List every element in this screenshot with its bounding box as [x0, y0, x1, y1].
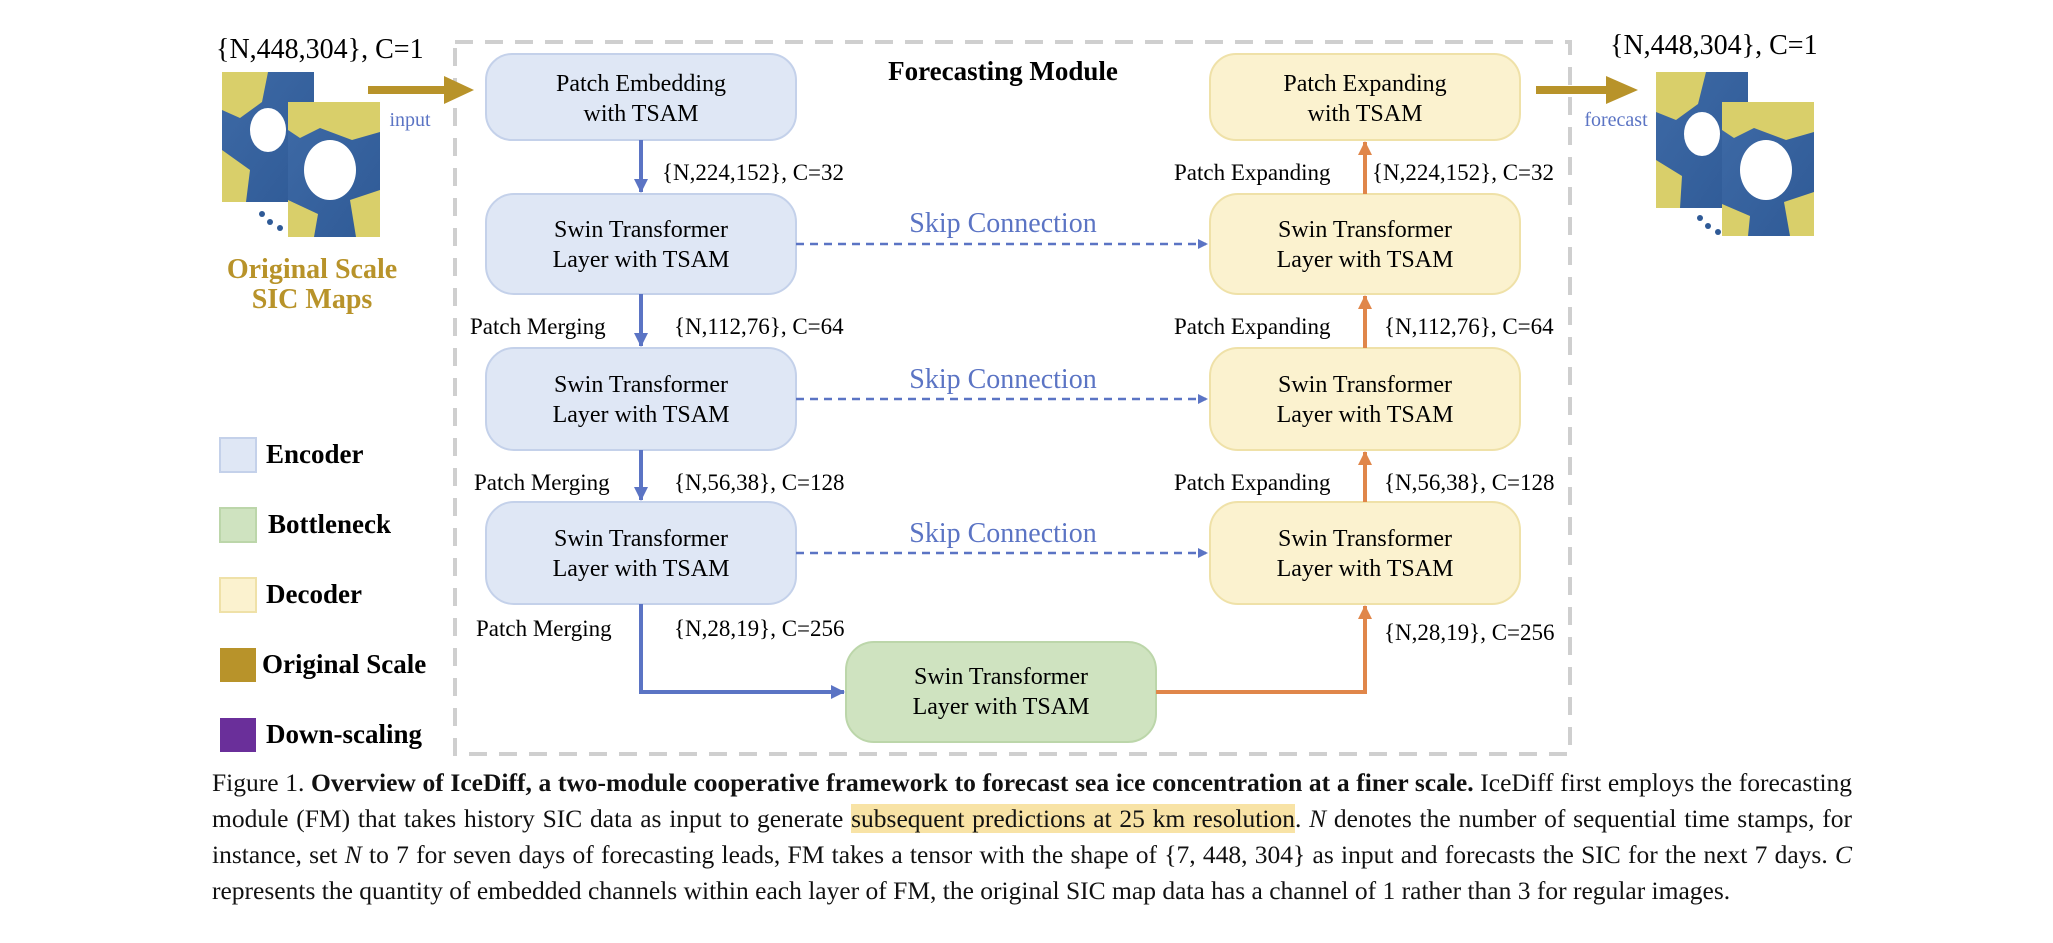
skip-connection-label-1: Skip Connection: [909, 208, 1096, 239]
caption-text-2: .: [1294, 804, 1310, 833]
forecasting-module-frame: [453, 40, 1572, 756]
svg-text:Swin Transformer: Swin Transformer: [1278, 372, 1452, 398]
skip-connection-label-3: Skip Connection: [909, 518, 1096, 549]
svg-text:Layer with TSAM: Layer with TSAM: [1277, 556, 1454, 582]
decoder-swin-block-2: Swin Transformer Layer with TSAM: [1209, 347, 1521, 451]
legend: Encoder Bottleneck Decoder Original Scal…: [219, 437, 426, 752]
input-sic-maps: [222, 72, 380, 237]
encoder-to-bottleneck-arrow: [639, 604, 845, 699]
caption-highlight: subsequent predictions at 25 km resoluti…: [851, 804, 1295, 833]
encoder-shape-2: {N,112,76}, C=64: [674, 314, 844, 339]
input-shape-label: {N,448,304}, C=1: [216, 34, 424, 65]
caption-text-3: denotes the number of sequential time st…: [212, 804, 1853, 869]
patch-expanding-label-1: Patch Expanding: [1174, 160, 1331, 185]
svg-text:Layer with TSAM: Layer with TSAM: [553, 402, 730, 428]
figure-number: Figure 1.: [212, 768, 305, 797]
decoder-shape-4: {N,28,19}, C=256: [1384, 620, 1555, 645]
caption-var-c: C: [1835, 840, 1853, 869]
legend-label-original-scale: Original Scale: [262, 649, 426, 679]
caption-var-n: N: [1309, 804, 1327, 833]
caption-text-1: IceDiff first employs the forecasting mo…: [212, 768, 1853, 833]
output-sic-maps: [1656, 72, 1814, 236]
svg-text:Swin Transformer: Swin Transformer: [914, 664, 1088, 690]
legend-swatch-decoder: [219, 577, 257, 613]
svg-text:Swin Transformer: Swin Transformer: [554, 372, 728, 398]
svg-text:Swin Transformer: Swin Transformer: [1278, 217, 1452, 243]
legend-label-decoder: Decoder: [266, 579, 362, 609]
svg-text:Swin Transformer: Swin Transformer: [554, 526, 728, 552]
forecast-label: forecast: [1584, 109, 1648, 131]
svg-text:Patch Expanding: Patch Expanding: [1283, 71, 1446, 97]
decoder-patch-expanding-block: Patch Expanding with TSAM: [1209, 53, 1521, 141]
decoder-swin-block-3: Swin Transformer Layer with TSAM: [1209, 501, 1521, 605]
skip-connection-label-2: Skip Connection: [909, 364, 1096, 395]
patch-merging-label-2: Patch Merging: [474, 470, 610, 495]
patch-merging-label-1: Patch Merging: [470, 314, 606, 339]
svg-text:Layer with TSAM: Layer with TSAM: [553, 556, 730, 582]
svg-text:with TSAM: with TSAM: [584, 101, 699, 127]
encoder-swin-block-1: Swin Transformer Layer with TSAM: [485, 193, 797, 295]
output-arrow-head: [1606, 76, 1638, 104]
original-scale-title-line2: SIC Maps: [252, 284, 373, 315]
encoder-swin-block-3: Swin Transformer Layer with TSAM: [485, 501, 797, 605]
legend-label-down-scaling: Down-scaling: [266, 719, 423, 749]
decoder-shape-3: {N,56,38}, C=128: [1384, 470, 1555, 495]
svg-text:Layer with TSAM: Layer with TSAM: [1277, 402, 1454, 428]
encoder-swin-block-2: Swin Transformer Layer with TSAM: [485, 347, 797, 451]
patch-expanding-label-3: Patch Expanding: [1174, 470, 1331, 495]
caption-text-4: to 7 for seven days of forecasting leads…: [361, 840, 1835, 869]
svg-text:Layer with TSAM: Layer with TSAM: [1277, 247, 1454, 273]
legend-swatch-bottleneck: [219, 507, 257, 543]
input-label: input: [389, 109, 431, 131]
decoder-shape-2: {N,112,76}, C=64: [1384, 314, 1554, 339]
svg-text:Swin Transformer: Swin Transformer: [1278, 526, 1452, 552]
legend-label-encoder: Encoder: [266, 439, 364, 469]
input-arrow-head: [444, 76, 474, 104]
encoder-shape-4: {N,28,19}, C=256: [674, 616, 845, 641]
decoder-shape-1: {N,224,152}, C=32: [1372, 160, 1554, 185]
encoder-patch-embedding-block: Patch Embedding with TSAM: [485, 53, 797, 141]
encoder-shape-1: {N,224,152}, C=32: [662, 160, 844, 185]
patch-expanding-label-2: Patch Expanding: [1174, 314, 1331, 339]
svg-text:Swin Transformer: Swin Transformer: [554, 217, 728, 243]
legend-label-bottleneck: Bottleneck: [268, 509, 391, 539]
figure-title: Overview of IceDiff, a two-module cooper…: [311, 768, 1474, 797]
bottleneck-to-decoder-arrow: [1156, 605, 1372, 694]
iceDiff-diagram: Forecasting Module {N,448,304}, C=1 {N,4…: [216, 30, 1818, 756]
decoder-swin-block-1: Swin Transformer Layer with TSAM: [1209, 193, 1521, 295]
caption-text-5: represents the quantity of embedded chan…: [212, 876, 1731, 905]
figure-caption: Figure 1. Overview of IceDiff, a two-mod…: [212, 765, 1852, 909]
output-shape-label: {N,448,304}, C=1: [1610, 30, 1818, 61]
svg-text:with TSAM: with TSAM: [1308, 101, 1423, 127]
bottleneck-block: Swin Transformer Layer with TSAM: [845, 641, 1157, 743]
encoder-shape-3: {N,56,38}, C=128: [674, 470, 845, 495]
module-title: Forecasting Module: [888, 56, 1118, 86]
legend-swatch-original-scale: [220, 648, 256, 682]
legend-swatch-down-scaling: [220, 718, 256, 752]
svg-text:Layer with TSAM: Layer with TSAM: [913, 694, 1090, 720]
legend-swatch-encoder: [219, 437, 257, 473]
svg-text:Patch Embedding: Patch Embedding: [556, 71, 726, 97]
original-scale-title-line1: Original Scale: [227, 254, 397, 285]
svg-text:Layer with TSAM: Layer with TSAM: [553, 247, 730, 273]
caption-var-n-2: N: [344, 840, 362, 869]
patch-merging-label-3: Patch Merging: [476, 616, 612, 641]
